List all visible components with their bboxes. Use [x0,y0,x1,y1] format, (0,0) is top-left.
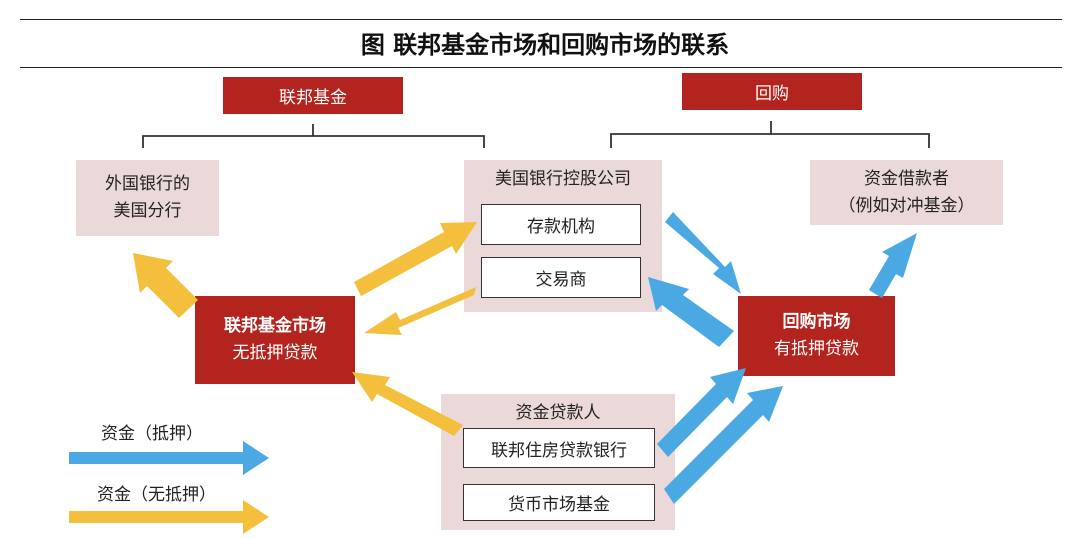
repo-market-title: 回购市场 [782,312,851,332]
arrow-fhlb-to-repo [657,368,746,457]
repo-market-box: 回购市场 有抵押贷款 [738,296,895,376]
arrow-depository-to-repo [665,212,741,294]
arrow-mmf-to-repo [664,386,783,504]
arrow-repo-to-dealer [648,277,734,347]
fed-funds-brace [142,124,485,148]
top-rule [20,19,1062,20]
borrower-line2: （例如对冲基金） [838,195,975,216]
depository-box: 存款机构 [481,204,641,245]
ff-market-title: 联邦基金市场 [224,316,326,336]
foreign-branch-line1: 外国银行的 [105,174,190,194]
arrow-dealer-to-ff [364,287,476,335]
arrow-lenders-to-ff [352,372,463,436]
header-fed-funds: 联邦基金 [223,77,403,114]
lenders-label: 资金贷款人 [515,403,601,423]
repo-market-sub: 有抵押贷款 [774,339,859,359]
fed-funds-market-box: 联邦基金市场 无抵押贷款 [195,296,355,384]
legend-blue-arrow [69,441,269,475]
arrow-repo-to-borrower [869,233,917,298]
header-repo: 回购 [682,73,862,110]
mmf-box: 货币市场基金 [463,484,655,521]
foreign-bank-branch-box: 外国银行的 美国分行 [76,160,219,236]
borrower-line1: 资金借款者 [864,168,949,189]
arrow-ff-to-depository [354,222,477,296]
fhlb-box: 联邦住房贷款银行 [463,428,655,468]
figure-title: 图 联邦基金市场和回购市场的联系 [360,30,730,59]
legend-secured-label: 资金（抵押） [101,424,203,444]
foreign-branch-line2: 美国分行 [113,201,182,221]
dealer-box: 交易商 [481,257,641,298]
ff-market-sub: 无抵押贷款 [232,343,318,363]
arrow-ff-to-foreign-branch [133,253,198,318]
title-rule [20,67,1062,68]
bank-holding-label: 美国银行控股公司 [495,169,631,189]
repo-brace [610,121,930,148]
legend-yellow-arrow [69,500,269,534]
borrower-box: 资金借款者 （例如对冲基金） [810,160,1003,225]
legend-unsecured-label: 资金（无抵押） [97,485,216,505]
